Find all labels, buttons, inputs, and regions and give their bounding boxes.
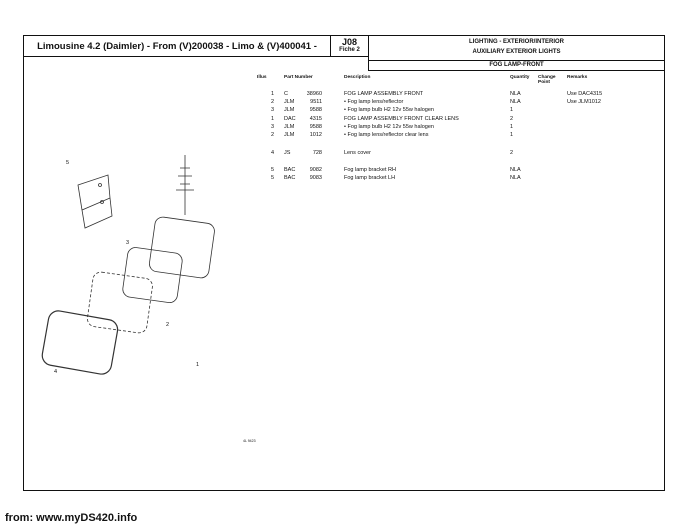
row-num: 9511 bbox=[310, 99, 322, 105]
row-desc: FOG LAMP ASSEMBLY FRONT bbox=[344, 91, 424, 97]
row-prefix: JS bbox=[284, 150, 291, 156]
col-part: Part Number bbox=[284, 75, 313, 80]
row-prefix: JLM bbox=[284, 99, 295, 105]
row-prefix: JLM bbox=[284, 107, 295, 113]
row-qty: NLA bbox=[510, 91, 521, 97]
reflector-drawing bbox=[122, 247, 183, 304]
page-title: Limousine 4.2 (Daimler) - From (V)200038… bbox=[23, 35, 331, 57]
row-qty: NLA bbox=[510, 167, 521, 173]
row-num: 9588 bbox=[309, 107, 322, 113]
row-prefix: JLM bbox=[284, 132, 295, 138]
row-illus: 2 bbox=[270, 99, 274, 105]
mount-stud-drawing bbox=[176, 155, 194, 215]
col-change: Change Point bbox=[538, 75, 556, 85]
row-num: 9082 bbox=[309, 167, 322, 173]
row-num: 1012 bbox=[309, 132, 322, 138]
row-desc: • Fog lamp lens/reflector clear lens bbox=[344, 132, 429, 138]
row-qty: 1 bbox=[510, 124, 514, 130]
row-prefix: BAC bbox=[284, 175, 296, 181]
row-qty: 2 bbox=[510, 116, 514, 122]
footer-source: from: www.myDS420.info bbox=[5, 512, 138, 524]
row-illus: 3 bbox=[270, 107, 274, 113]
row-prefix: DAC bbox=[284, 116, 296, 122]
row-illus: 2 bbox=[270, 132, 274, 138]
subsection: AUXILIARY EXTERIOR LIGHTS bbox=[472, 49, 561, 55]
row-qty: NLA bbox=[510, 175, 521, 181]
callout-3: 3 bbox=[126, 240, 130, 246]
row-illus: 5 bbox=[270, 167, 274, 173]
col-desc: Description bbox=[344, 75, 371, 80]
row-desc: Fog lamp bracket RH bbox=[344, 167, 396, 173]
row-num: 4315 bbox=[309, 116, 322, 122]
code: J08 bbox=[341, 37, 358, 47]
row-num: 38960 bbox=[306, 91, 322, 97]
fog-lamp-diagram bbox=[41, 155, 215, 375]
col-qty: Quantity bbox=[510, 75, 530, 80]
lens-drawing bbox=[87, 271, 153, 334]
row-qty: NLA bbox=[510, 99, 521, 105]
row-num: 9083 bbox=[309, 175, 322, 181]
row-prefix: JLM bbox=[284, 124, 295, 130]
row-illus: 1 bbox=[270, 116, 274, 122]
row-desc: • Fog lamp bulb H2 12v 55w halogen bbox=[344, 124, 434, 130]
section: LIGHTING - EXTERIOR/INTERIOR bbox=[468, 39, 564, 45]
row-illus: 1 bbox=[270, 91, 274, 97]
callout-1: 1 bbox=[196, 362, 200, 368]
row-desc: • Fog lamp bulb H2 12v 55w halogen bbox=[344, 107, 434, 113]
row-illus: 3 bbox=[270, 124, 274, 130]
row-remarks: Use JLM1012 bbox=[567, 99, 601, 105]
row-qty: 1 bbox=[510, 107, 514, 113]
fiche: Fiche 2 bbox=[339, 47, 360, 53]
row-qty: 2 bbox=[510, 150, 514, 156]
row-num: 728 bbox=[312, 150, 322, 156]
lens-cover-drawing bbox=[41, 310, 119, 375]
row-desc: FOG LAMP ASSEMBLY FRONT CLEAR LENS bbox=[344, 116, 459, 122]
bracket-drawing bbox=[77, 174, 113, 229]
col-remarks: Remarks bbox=[567, 75, 588, 80]
group-title: FOG LAMP-FRONT bbox=[368, 60, 665, 71]
col-illus: Illus bbox=[257, 75, 267, 80]
row-num: 9588 bbox=[309, 124, 322, 130]
section-box: LIGHTING - EXTERIOR/INTERIOR AUXILIARY EX… bbox=[368, 35, 665, 61]
drawing-ref: 4L 9423 bbox=[243, 439, 256, 443]
callout-5: 5 bbox=[66, 160, 70, 166]
callout-4: 4 bbox=[54, 369, 58, 375]
row-prefix: BAC bbox=[284, 167, 296, 173]
row-qty: 1 bbox=[510, 132, 514, 138]
row-desc: • Fog lamp lens/reflector bbox=[344, 99, 404, 105]
row-prefix: C bbox=[284, 91, 288, 97]
lamp-body-drawing bbox=[149, 216, 215, 279]
row-desc: Lens cover bbox=[344, 150, 371, 156]
row-illus: 4 bbox=[270, 150, 274, 156]
row-desc: Fog lamp bracket LH bbox=[344, 175, 396, 181]
callout-2: 2 bbox=[166, 322, 170, 328]
row-remarks: Use DAC4315 bbox=[567, 91, 603, 97]
row-illus: 5 bbox=[270, 175, 274, 181]
